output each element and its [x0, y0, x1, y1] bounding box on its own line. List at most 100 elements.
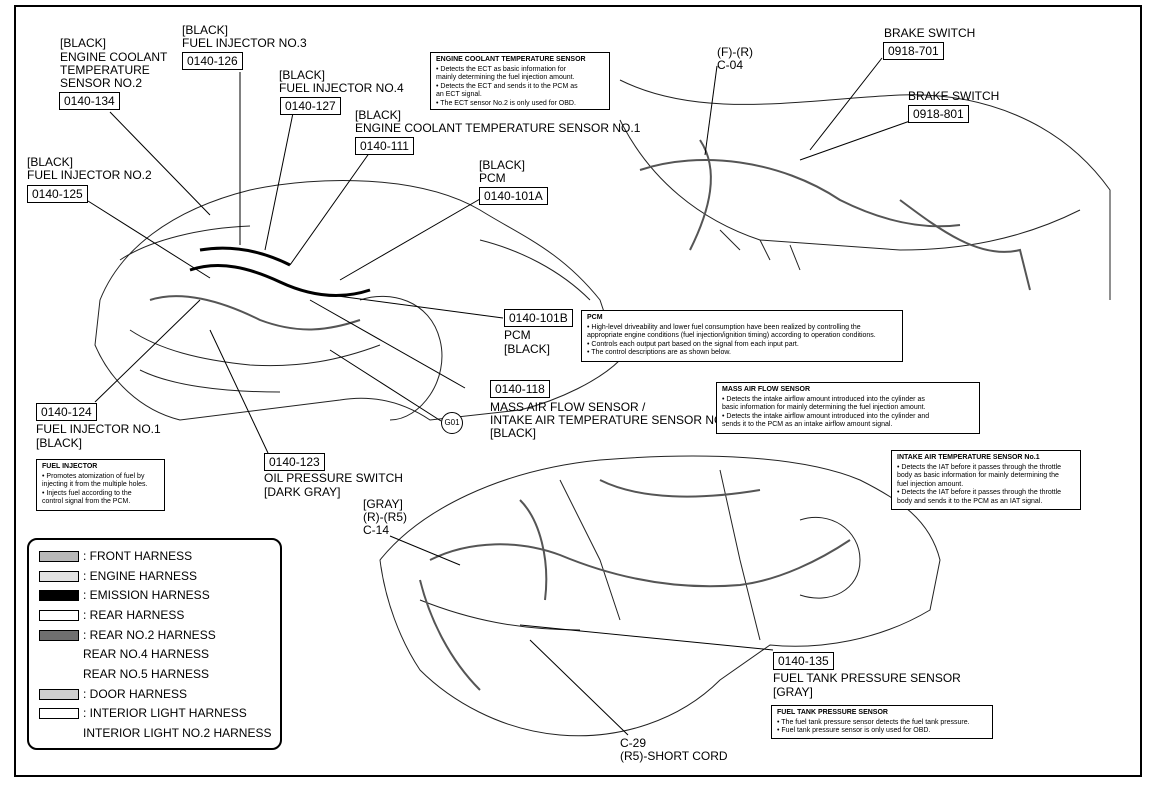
inj1-label-name: FUEL INJECTOR NO.1: [36, 422, 161, 436]
legend-label: : DOOR HARNESS: [83, 687, 188, 701]
legend-label: : FRONT HARNESS: [83, 549, 193, 563]
front-car-outline: [94, 180, 621, 421]
maf-label-color: [BLACK]: [490, 426, 537, 440]
legend-swatch: [39, 708, 79, 720]
pcm-b-label-name: PCM: [504, 328, 531, 342]
inj3-label-color: [BLACK]: [182, 23, 229, 37]
legend-label: : ENGINE HARNESS: [83, 569, 198, 583]
inj2-code-box: 0140-125: [27, 185, 88, 203]
iat-note-line: fuel injection amount.: [897, 480, 964, 488]
ect-note-line: • Detects the ECT as basic information f…: [436, 65, 566, 73]
brake1-code-box: 0918-701: [883, 42, 944, 60]
dash-outline: [619, 79, 1111, 300]
legend-row: : REAR HARNESS: [39, 608, 184, 623]
ftps-label-color: [GRAY]: [773, 685, 813, 699]
c14-label-line1: [GRAY]: [363, 497, 403, 511]
pcm-b-label-color: [BLACK]: [504, 342, 551, 356]
ect-note: ENGINE COOLANT TEMPERATURE SENSOR • Dete…: [430, 52, 610, 110]
maf-note-line: • Detects the intake airflow amount intr…: [722, 412, 930, 420]
iat-note-line: body as basic information for mainly det…: [897, 472, 1059, 479]
ect1-label-name: ENGINE COOLANT TEMPERATURE SENSOR NO.1: [355, 121, 641, 135]
legend-swatch: [39, 551, 79, 563]
diagram-frame: [14, 5, 1142, 777]
inj1-code-box: 0140-124: [36, 403, 97, 421]
iat-note-line: • Detects the IAT before it passes throu…: [897, 489, 1062, 496]
inj2-label-color: [BLACK]: [27, 155, 74, 169]
injector-note: FUEL INJECTOR • Promotes atomization of …: [36, 459, 165, 511]
engine-harness-wire: [149, 295, 361, 331]
legend-row: REAR NO.5 HARNESS: [39, 667, 209, 682]
legend-label: : REAR NO.2 HARNESS: [83, 628, 216, 642]
brake2-code-box: 0918-801: [908, 105, 969, 123]
c29-label-line2: (R5)-SHORT CORD: [620, 749, 728, 763]
rear-car-outline: [379, 455, 941, 737]
ect-note-title: ENGINE COOLANT TEMPERATURE SENSOR: [436, 56, 586, 63]
ect-note-line: an ECT signal.: [436, 91, 482, 98]
ect1-label-color: [BLACK]: [355, 108, 402, 122]
pcm-a-label-name: PCM: [479, 171, 506, 185]
inj2-label-name: FUEL INJECTOR NO.2: [27, 168, 152, 182]
maf-label-line1: MASS AIR FLOW SENSOR /: [490, 400, 646, 414]
iat-note-line: • Detects the IAT before it passes throu…: [897, 463, 1062, 471]
legend-swatch: [39, 630, 79, 642]
legend-swatch: [39, 571, 79, 583]
ops-label-color: [DARK GRAY]: [264, 485, 341, 499]
maf-note-line: basic information for mainly determining…: [722, 404, 926, 411]
legend-label: INTERIOR LIGHT NO.2 HARNESS: [83, 726, 272, 740]
inj4-label-name: FUEL INJECTOR NO.4: [279, 81, 404, 95]
ect2-label-line2: TEMPERATURE: [60, 63, 150, 77]
ftps-note-line: • Fuel tank pressure sensor is only used…: [777, 727, 931, 734]
pcm-a-code-box: 0140-101A: [479, 187, 548, 205]
legend-label: REAR NO.5 HARNESS: [83, 667, 210, 681]
ect1-code-box: 0140-111: [355, 137, 414, 155]
c04-label-line2: C-04: [717, 58, 744, 72]
maf-label-line2: INTAKE AIR TEMPERATURE SENSOR NO.1: [490, 413, 734, 427]
c04-label-line1: (F)-(R): [717, 45, 753, 59]
maf-note-line: • Detects the intake airflow amount intr…: [722, 395, 925, 403]
legend-swatch: [39, 610, 79, 622]
inj4-code-box: 0140-127: [280, 97, 341, 115]
ftps-code-box: 0140-135: [773, 652, 834, 670]
iat-note-line: body and sends it to the PCM as an IAT s…: [897, 497, 1043, 505]
legend-row: REAR NO.4 HARNESS: [39, 647, 209, 662]
ect2-label-line3: SENSOR NO.2: [60, 76, 143, 90]
injector-note-line: • Promotes atomization of fuel by: [42, 472, 145, 480]
inj4-label-color: [BLACK]: [279, 68, 326, 82]
pcm-a-label-color: [BLACK]: [479, 158, 526, 172]
harness-legend: : FRONT HARNESS : ENGINE HARNESS : EMISS…: [27, 538, 282, 750]
ect-note-line: mainly determining the fuel injection am…: [436, 74, 575, 81]
maf-note-title: MASS AIR FLOW SENSOR: [722, 386, 811, 393]
legend-label: : REAR HARNESS: [83, 608, 185, 622]
maf-code-box: 0140-118: [490, 380, 550, 398]
legend-row: : INTERIOR LIGHT HARNESS: [39, 706, 247, 721]
pcm-note-line: • Controls each output part based on the…: [587, 340, 799, 348]
legend-row: : REAR NO.2 HARNESS: [39, 628, 216, 643]
legend-label: : INTERIOR LIGHT HARNESS: [83, 706, 247, 720]
inj3-label-name: FUEL INJECTOR NO.3: [182, 36, 307, 50]
ftps-label-name: FUEL TANK PRESSURE SENSOR: [773, 671, 961, 685]
ftps-note: FUEL TANK PRESSURE SENSOR • The fuel tan…: [771, 705, 993, 739]
ops-code-box: 0140-123: [264, 453, 325, 471]
inj3-code-box: 0140-126: [182, 52, 243, 70]
ect-note-line: • The ECT sensor No.2 is only used for O…: [436, 99, 576, 107]
maf-note-line: sends it to the PCM as an intake airflow…: [722, 421, 893, 428]
maf-note: MASS AIR FLOW SENSOR • Detects the intak…: [716, 382, 980, 434]
brake2-label-name: BRAKE SWITCH: [908, 89, 1000, 103]
pcm-b-code-box: 0140-101B: [504, 309, 573, 327]
pcm-note-line: • High-level driveability and lower fuel…: [587, 323, 861, 331]
legend-row: : EMISSION HARNESS: [39, 588, 210, 603]
ect2-label-color: [BLACK]: [60, 36, 107, 50]
ect2-code-box: 0140-134: [59, 92, 120, 110]
pcm-note: PCM • High-level driveability and lower …: [581, 310, 903, 362]
legend-row: INTERIOR LIGHT NO.2 HARNESS: [39, 726, 271, 741]
pcm-note-line: appropriate engine conditions (fuel inje…: [587, 332, 876, 339]
injector-note-line: injecting it from the multiple holes.: [42, 481, 148, 488]
rear-harness-wire: [429, 539, 851, 588]
legend-row: : FRONT HARNESS: [39, 549, 192, 564]
legend-label: REAR NO.4 HARNESS: [83, 647, 210, 661]
legend-swatch: [39, 689, 79, 701]
legend-row: : ENGINE HARNESS: [39, 569, 197, 584]
iat-note-title: INTAKE AIR TEMPERATURE SENSOR No.1: [897, 454, 1040, 461]
ect-note-line: • Detects the ECT and sends it to the PC…: [436, 82, 578, 90]
